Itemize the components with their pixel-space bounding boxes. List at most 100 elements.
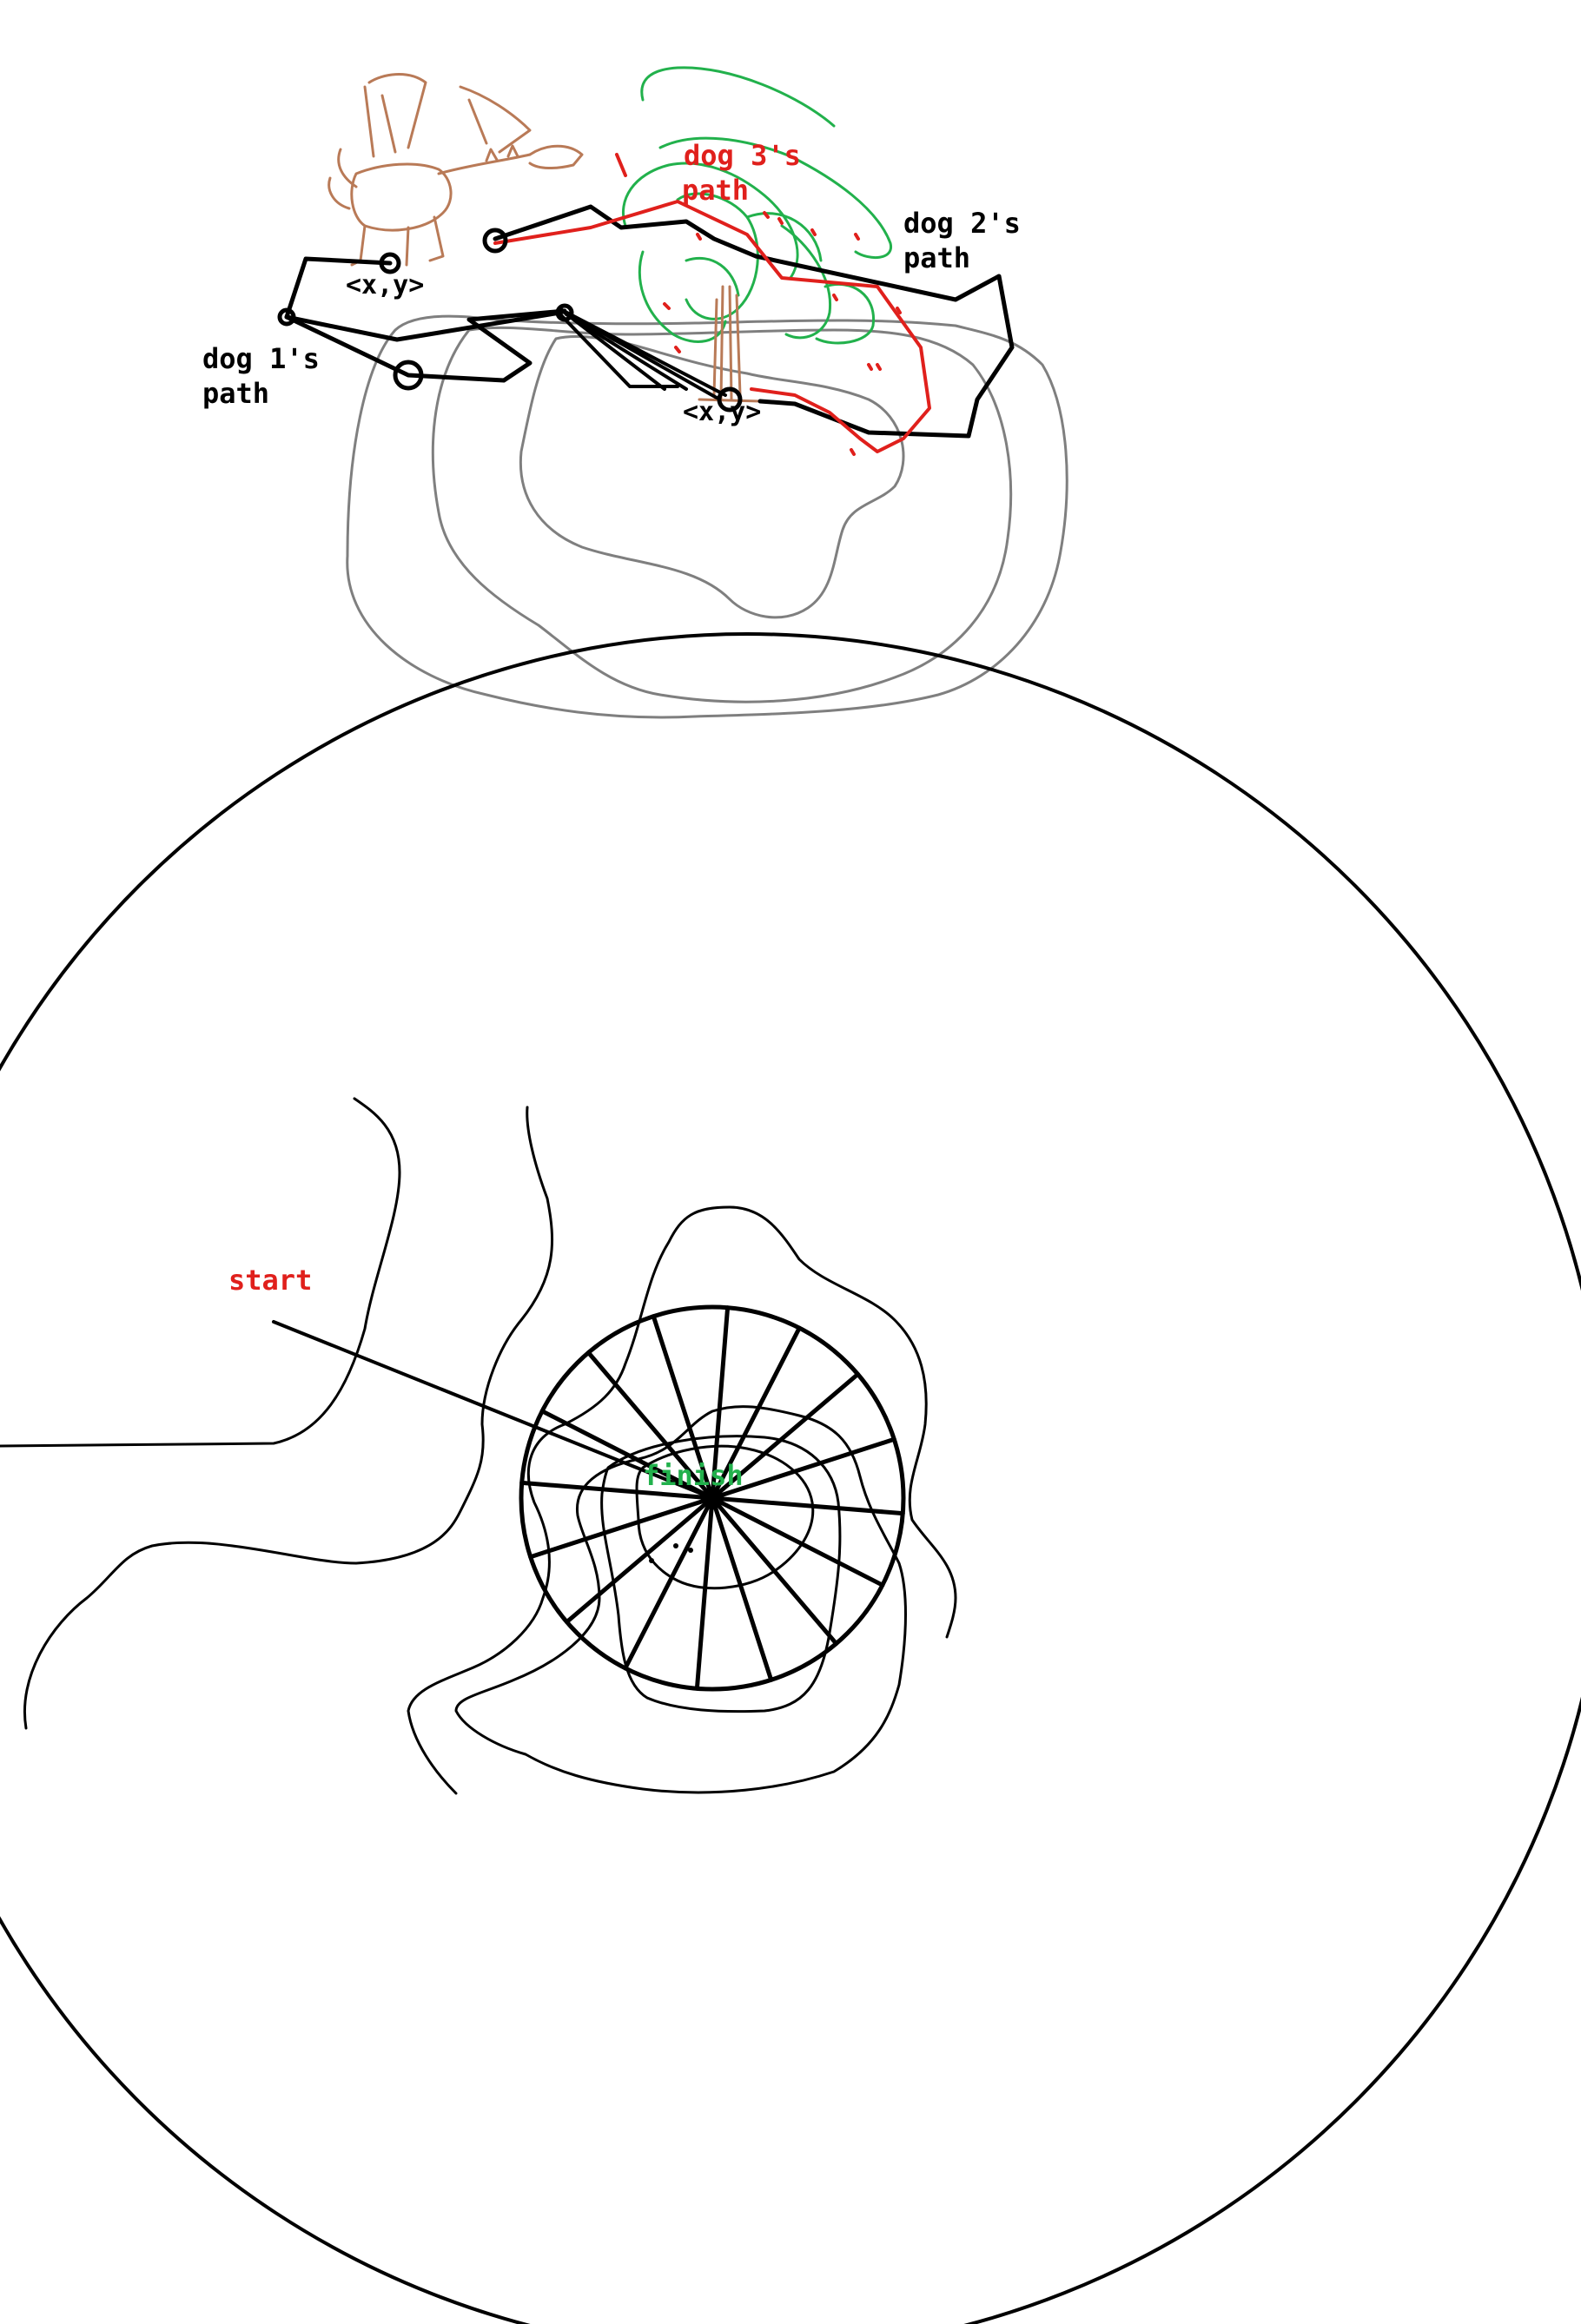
trunk-stroke-2 <box>728 285 733 401</box>
foliage-stroke-6 <box>685 256 740 297</box>
coord-label-2: <x,y> <box>683 397 761 427</box>
bundle-line-2 <box>560 308 718 399</box>
trunk-root <box>698 398 762 403</box>
dog2-path <box>493 204 1015 439</box>
trunk-stroke-4 <box>712 298 718 397</box>
wheel-spoke <box>539 1409 715 1501</box>
world-circle <box>0 632 1581 2324</box>
foliage-stroke-5 <box>780 224 832 340</box>
dog3-path-hook <box>615 153 627 177</box>
wheel-spoke <box>623 1495 715 1671</box>
goal-node <box>717 386 743 413</box>
wheel-spoke <box>528 1495 715 1560</box>
dot <box>649 1558 654 1563</box>
trunk-stroke-1 <box>719 285 724 401</box>
dragon-sketch <box>327 73 584 267</box>
dog1-path-line <box>284 256 567 383</box>
red-tick <box>854 233 860 241</box>
bundle-line-3 <box>565 313 688 391</box>
wheel-spoke <box>694 1495 715 1691</box>
start-to-finish-line <box>272 1320 714 1500</box>
dog3-path <box>493 153 931 453</box>
red-tick <box>896 307 902 314</box>
wheel-spoke <box>710 1495 885 1588</box>
start-node-dog1 <box>379 252 401 274</box>
wheel-rim <box>519 1304 906 1692</box>
red-tick <box>850 448 856 456</box>
dragon-wing-left <box>363 73 427 158</box>
finish-wheel <box>519 1304 906 1692</box>
river-lines <box>0 1097 957 1795</box>
foliage-stroke-3 <box>638 250 727 343</box>
center-dots <box>649 1543 693 1563</box>
trunk-stroke-3 <box>735 294 742 397</box>
red-tick <box>763 211 770 219</box>
dog2-label-line1: dog 2's <box>903 207 1021 240</box>
dragon-neck <box>437 153 532 175</box>
node-dog2-start <box>482 228 508 254</box>
dog3-path-line <box>493 200 931 453</box>
dog3-label-line2: path <box>682 174 749 207</box>
dragon-tail <box>327 148 358 210</box>
red-tick <box>696 233 702 241</box>
red-ticks <box>663 211 902 456</box>
bundle-line-4 <box>563 311 666 391</box>
red-tick <box>663 302 671 310</box>
dog2-label-line2: path <box>903 241 970 274</box>
wheel-spoke <box>710 1325 802 1501</box>
dot <box>673 1543 678 1548</box>
wheel-spoke <box>710 1305 731 1501</box>
red-tick <box>867 363 873 371</box>
terrain-middle-contour <box>431 326 1013 703</box>
dragon-body <box>350 162 453 232</box>
red-tick <box>832 294 838 301</box>
foliage-stroke-4 <box>676 192 759 320</box>
terrain-inner-contour <box>519 335 905 619</box>
node-low <box>393 360 424 391</box>
node-left <box>277 307 296 327</box>
contour-mid <box>454 1405 907 1794</box>
wheel-spoke <box>710 1495 839 1646</box>
red-tick <box>810 228 817 236</box>
coord-label-1: <x,y> <box>346 270 424 300</box>
wheel-spoke <box>710 1436 896 1501</box>
wheel-spoke <box>565 1495 715 1625</box>
wheel-spoke <box>519 1480 715 1501</box>
node-upper <box>555 303 574 322</box>
contour-outer <box>407 1205 957 1795</box>
wheel-spoke <box>710 1495 905 1516</box>
dog1-label-line2: path <box>202 377 269 410</box>
dog1-path-line-2 <box>284 310 563 342</box>
terrain-outer-contour <box>346 314 1068 719</box>
dragon-head <box>528 144 584 169</box>
foliage-stroke-1 <box>658 136 892 260</box>
path-nodes <box>277 228 743 413</box>
dog3-label-line1: dog 3's <box>684 139 801 172</box>
start-label: start <box>228 1264 312 1297</box>
foliage-stroke-8 <box>745 212 823 262</box>
contour-core <box>635 1444 815 1590</box>
red-tick <box>777 217 784 225</box>
wheel-spoke <box>651 1314 715 1501</box>
finish-label: finish <box>643 1459 744 1492</box>
bundle-line-5 <box>559 313 679 388</box>
dragon-wing-right <box>459 85 532 154</box>
tree-trunk <box>698 285 762 403</box>
foliage-stroke-top <box>640 66 836 128</box>
dog1-label-line1: dog 1's <box>202 342 320 375</box>
dog-path-bundle <box>559 308 727 399</box>
wheel-spokes <box>519 1305 905 1691</box>
wheel-spoke <box>585 1350 715 1501</box>
river-line-left-1 <box>0 1097 401 1448</box>
dragon-spikes <box>485 144 519 162</box>
red-tick <box>674 346 681 353</box>
dog2-path-line <box>493 204 1015 439</box>
dog1-path <box>284 256 567 383</box>
foliage-stroke-7 <box>815 282 876 345</box>
dot <box>688 1548 693 1553</box>
river-line-left-2 <box>23 1106 554 1730</box>
wheel-spoke <box>710 1371 860 1501</box>
wheel-spoke <box>710 1495 774 1682</box>
